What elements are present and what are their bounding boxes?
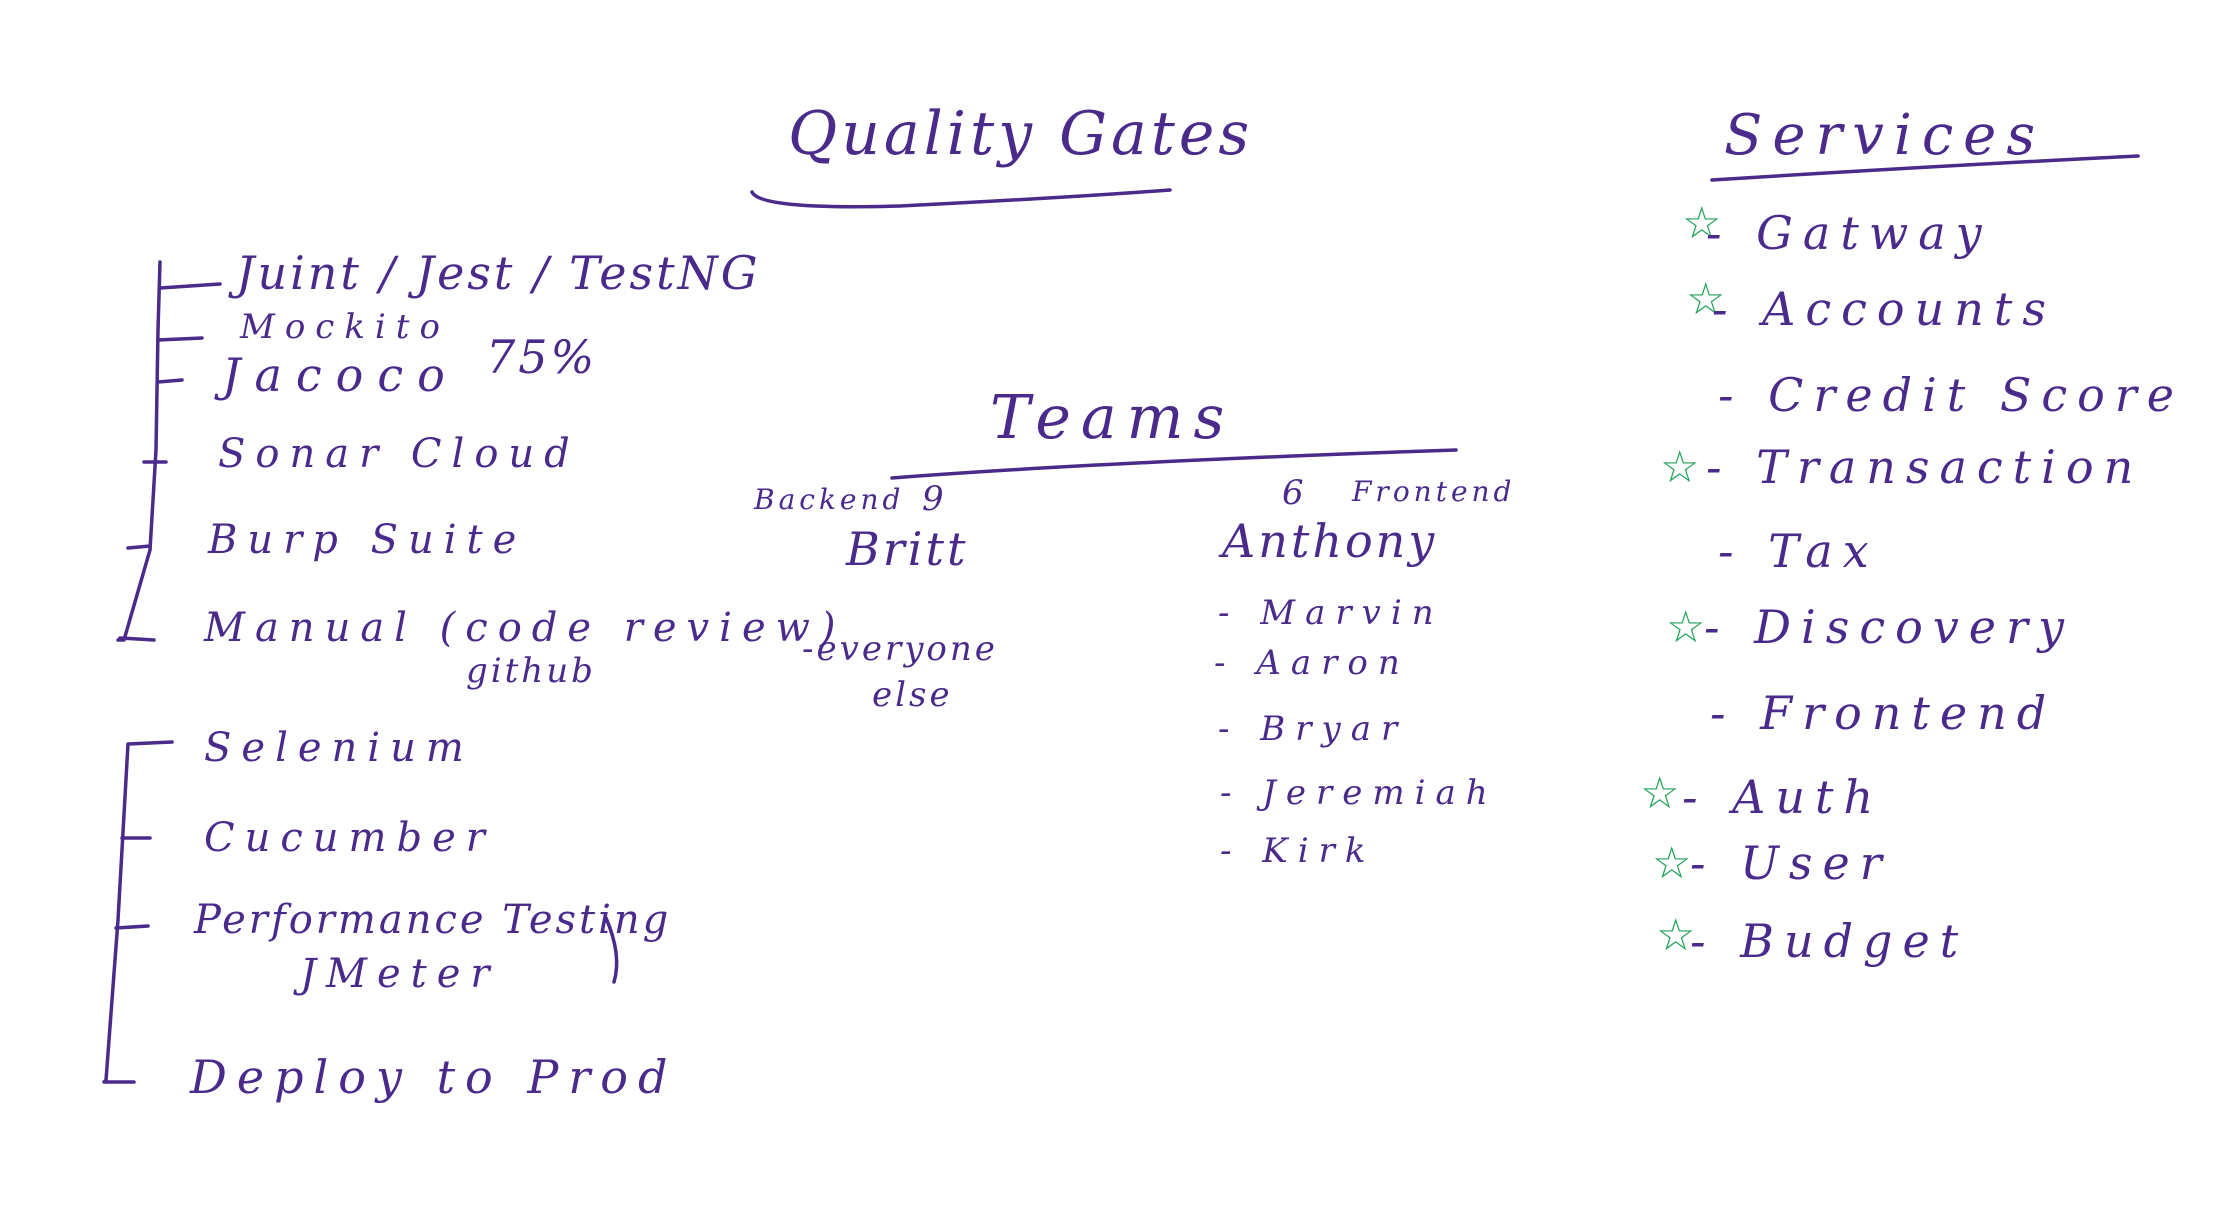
group1-bracket [116, 260, 162, 642]
gate-sonar-cloud: Sonar Cloud [218, 431, 580, 477]
quality-gates-title: Quality Gates [788, 99, 1254, 169]
star-icon: ☆ [1666, 602, 1706, 653]
frontend-member-jeremiah: - Jeremiah [1220, 773, 1498, 813]
service-item: - Budget [1690, 914, 1969, 968]
backend-count: 9 [922, 479, 947, 519]
gate-performance-testing: Performance Testing [194, 897, 672, 943]
gate-jacoco: Jacoco [222, 348, 459, 402]
gate-deploy-to-prod: Deploy to Prod [190, 1050, 678, 1104]
service-item: - Accounts [1712, 282, 2056, 336]
backend-label: Backend [754, 483, 905, 516]
star-icon: ☆ [1656, 910, 1696, 961]
frontend-count: 6 [1282, 473, 1307, 513]
gate-jmeter: JMeter [300, 951, 500, 997]
star-icon: ☆ [1682, 198, 1722, 249]
star-icon: ☆ [1686, 274, 1726, 325]
service-item: - User [1690, 836, 1892, 890]
backend-lead: Britt [846, 522, 969, 576]
frontend-member-marvin: - Marvin [1218, 593, 1444, 633]
star-icon: ☆ [1660, 442, 1700, 493]
backend-member-2: else [872, 675, 953, 715]
gate-coverage-threshold: 75% [486, 330, 598, 384]
gate-mockito: Mockito [240, 307, 450, 347]
service-item: - Frontend [1710, 686, 2057, 740]
gate-selenium: Selenium [204, 725, 474, 771]
group2-bracket [102, 740, 174, 1084]
frontend-member-kirk: - Kirk [1220, 831, 1376, 871]
service-item: - Transaction [1706, 440, 2144, 494]
frontend-member-aaron: - Aaron [1214, 643, 1410, 683]
service-item: - Credit Score [1718, 368, 2185, 422]
service-item: - Gatway [1706, 206, 1992, 260]
teams-title: Teams [990, 383, 1235, 453]
frontend-member-bryar: - Bryar [1218, 709, 1408, 749]
frontend-lead: Anthony [1222, 514, 1438, 568]
teams-underline [890, 448, 1458, 480]
gate-cucumber: Cucumber [204, 815, 495, 861]
star-icon: ☆ [1652, 838, 1692, 889]
frontend-label: Frontend [1352, 475, 1516, 508]
gate-manual-review: Manual (code review) [204, 605, 846, 651]
backend-member-1: -everyone [802, 629, 998, 669]
services-title: Services [1724, 103, 2046, 168]
star-icon: ☆ [1640, 768, 1680, 819]
service-item: - Tax [1718, 524, 1879, 578]
gate-burp-suite: Burp Suite [208, 517, 527, 563]
gate-unit-tests: Juint / Jest / TestNG [236, 246, 761, 300]
service-item: - Auth [1682, 770, 1884, 824]
gate-github: github [466, 651, 596, 691]
service-item: - Discovery [1704, 600, 2075, 654]
quality-gates-underline [750, 188, 1172, 209]
